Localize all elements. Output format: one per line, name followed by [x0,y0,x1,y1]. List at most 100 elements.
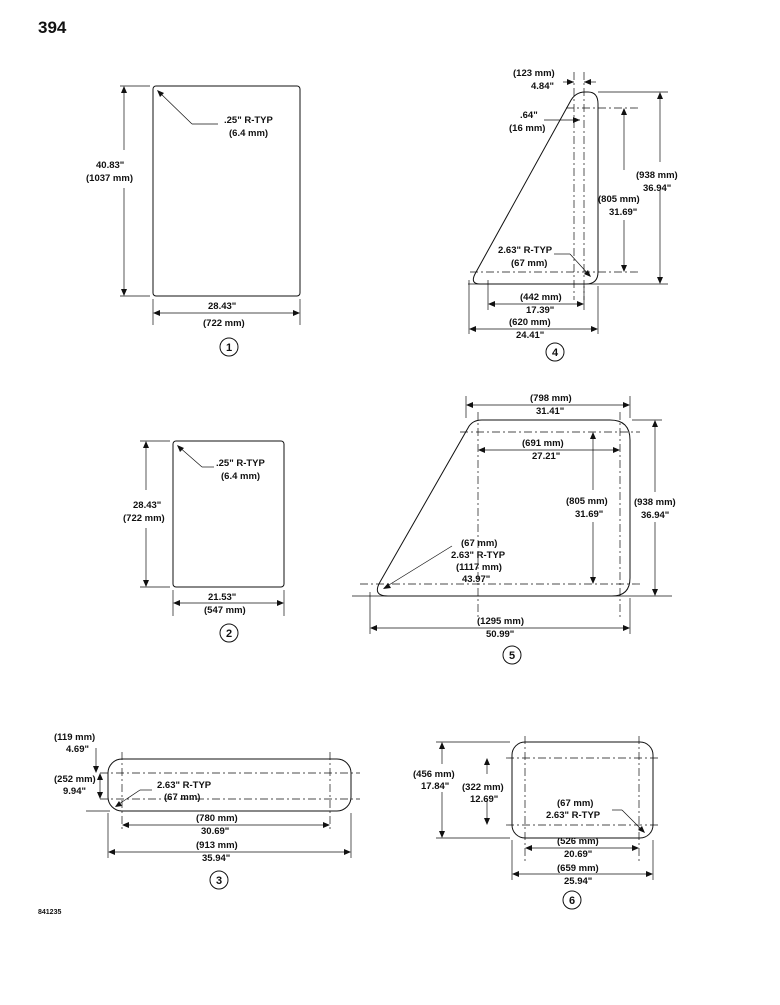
arrowhead [439,742,445,749]
panel-4-inner-width-mm: (442 mm) [520,292,562,303]
arrowhead [652,420,658,427]
arrowhead [621,265,627,272]
panel-2: 28.43" (722 mm) 21.53" (547 mm) .25" R-T… [123,440,285,643]
panel-3-callout-number: 3 [216,875,222,887]
arrowhead [97,792,103,799]
panel-1-width-in: 28.43" [208,301,236,312]
panel-5-inner-top-width-mm: (691 mm) [522,438,564,449]
arrowhead [590,432,596,439]
panel-5-top-width-in: 31.41" [536,406,564,417]
panel-3-callout-circle [209,870,229,890]
arrowhead [623,625,630,631]
panel-1-radius-in: .25" R-TYP [224,115,274,126]
arrowhead [383,583,391,589]
arrowhead [613,447,620,453]
panel-3-width-in: 35.94" [202,853,230,864]
arrowhead [177,445,184,452]
arrowhead [439,831,445,838]
panel-6-inner-width-in: 20.69" [564,849,592,860]
panel-3-inner-height-mm: (252 mm) [54,774,96,785]
panel-5-radius-leader [383,545,453,589]
arrowhead [623,402,630,408]
panel-5-width-mm: (1295 mm) [477,616,524,627]
panel-5-inner-height-in: 31.69" [575,509,603,520]
panel-6-height-mm: (456 mm) [413,769,455,780]
arrowhead [121,86,127,93]
panel-6-width-mm: (659 mm) [557,863,599,874]
panel-5-height-in: 36.94" [641,510,669,521]
panel-2-width-mm: (547 mm) [204,605,246,616]
panel-3-outline [107,758,352,812]
panel-6-radius-in: 2.63" R-TYP [546,810,601,821]
arrowhead [484,758,490,765]
panel-6: (456 mm) 17.84" (322 mm) 12.69" (67 mm) … [413,736,660,910]
panel-6-height-in: 17.84" [421,781,449,792]
panel-1-radius-mm: (6.4 mm) [229,128,268,139]
panel-5-callout-circle [502,645,522,665]
panel-5-width-in: 50.99" [486,629,514,640]
arrowhead [484,818,490,825]
panel-4-inner-height-mm: (805 mm) [598,194,640,205]
arrowhead [488,301,495,307]
arrowhead [344,849,351,855]
arrowhead [293,310,300,316]
arrowhead [173,600,180,606]
panel-3: (119 mm) 4.69" (252 mm) 9.94" 2.63" R-TY… [54,732,360,890]
panel-5-radius-mm: (67 mm) [461,538,497,549]
panel-1-callout-circle [219,337,239,357]
panel-6-inner-height-mm: (322 mm) [462,782,504,793]
panel-4-offset-in: .64" [520,110,538,121]
arrowhead [115,801,122,807]
panel-6-width-in: 25.94" [564,876,592,887]
arrowhead [590,577,596,584]
arrowhead [573,117,580,123]
panel-4-height-in: 36.94" [643,183,671,194]
panel-6-outline [511,741,654,839]
panel-1-radius-leader [157,90,193,125]
arrowhead [469,326,476,332]
panel-3-inner-height-in: 9.94" [63,786,86,797]
panel-1-callout-number: 1 [226,342,232,354]
arrowhead [143,441,149,448]
drawing-code: 841235 [38,909,62,916]
panel-2-radius-mm: (6.4 mm) [221,471,260,482]
panel-6-radius-mm: (67 mm) [557,798,593,809]
panel-4-callout-circle [545,342,565,362]
arrowhead [621,108,627,115]
panel-1-height-mm: (1037 mm) [86,173,133,184]
arrowhead [646,871,653,877]
panel-6-callout-number: 6 [569,895,575,907]
panel-4-inner-width-in: 17.39" [526,305,554,316]
panel-3-top-offset-in: 4.69" [66,744,89,755]
arrowhead [466,402,473,408]
panel-4-outline [472,91,599,285]
arrowhead [277,600,284,606]
panel-5-inner-height-mm: (805 mm) [566,496,608,507]
panel-5: (798 mm) 31.41" (691 mm) 27.21" (805 mm)… [352,393,676,665]
arrowhead [153,310,160,316]
panel-6-inner-width-mm: (526 mm) [557,836,599,847]
arrowhead [108,849,115,855]
panel-2-outline [172,440,285,588]
arrowhead [122,822,129,828]
arrowhead [584,270,591,277]
panel-4-callout-number: 4 [552,347,559,359]
arrowhead [584,79,591,85]
panel-5-outline [376,419,631,597]
arrowhead [512,871,519,877]
arrowhead [657,277,663,284]
page-number: 394 [38,18,67,37]
panel-3-width-mm: (913 mm) [196,840,238,851]
panel-4-width-in: 24.41" [516,330,544,341]
panel-4-radius-mm: (67 mm) [511,258,547,269]
panel-4-inner-height-in: 31.69" [609,207,637,218]
panel-2-callout-number: 2 [226,628,232,640]
panel-3-radius-mm: (67 mm) [164,792,200,803]
arrowhead [525,845,532,851]
panel-1: 40.83" (1037 mm) 28.43" (722 mm) .25" R-… [86,85,301,357]
panel-5-top-width-mm: (798 mm) [530,393,572,404]
panel-1-height-in: 40.83" [96,160,124,171]
panel-2-height-mm: (722 mm) [123,513,165,524]
